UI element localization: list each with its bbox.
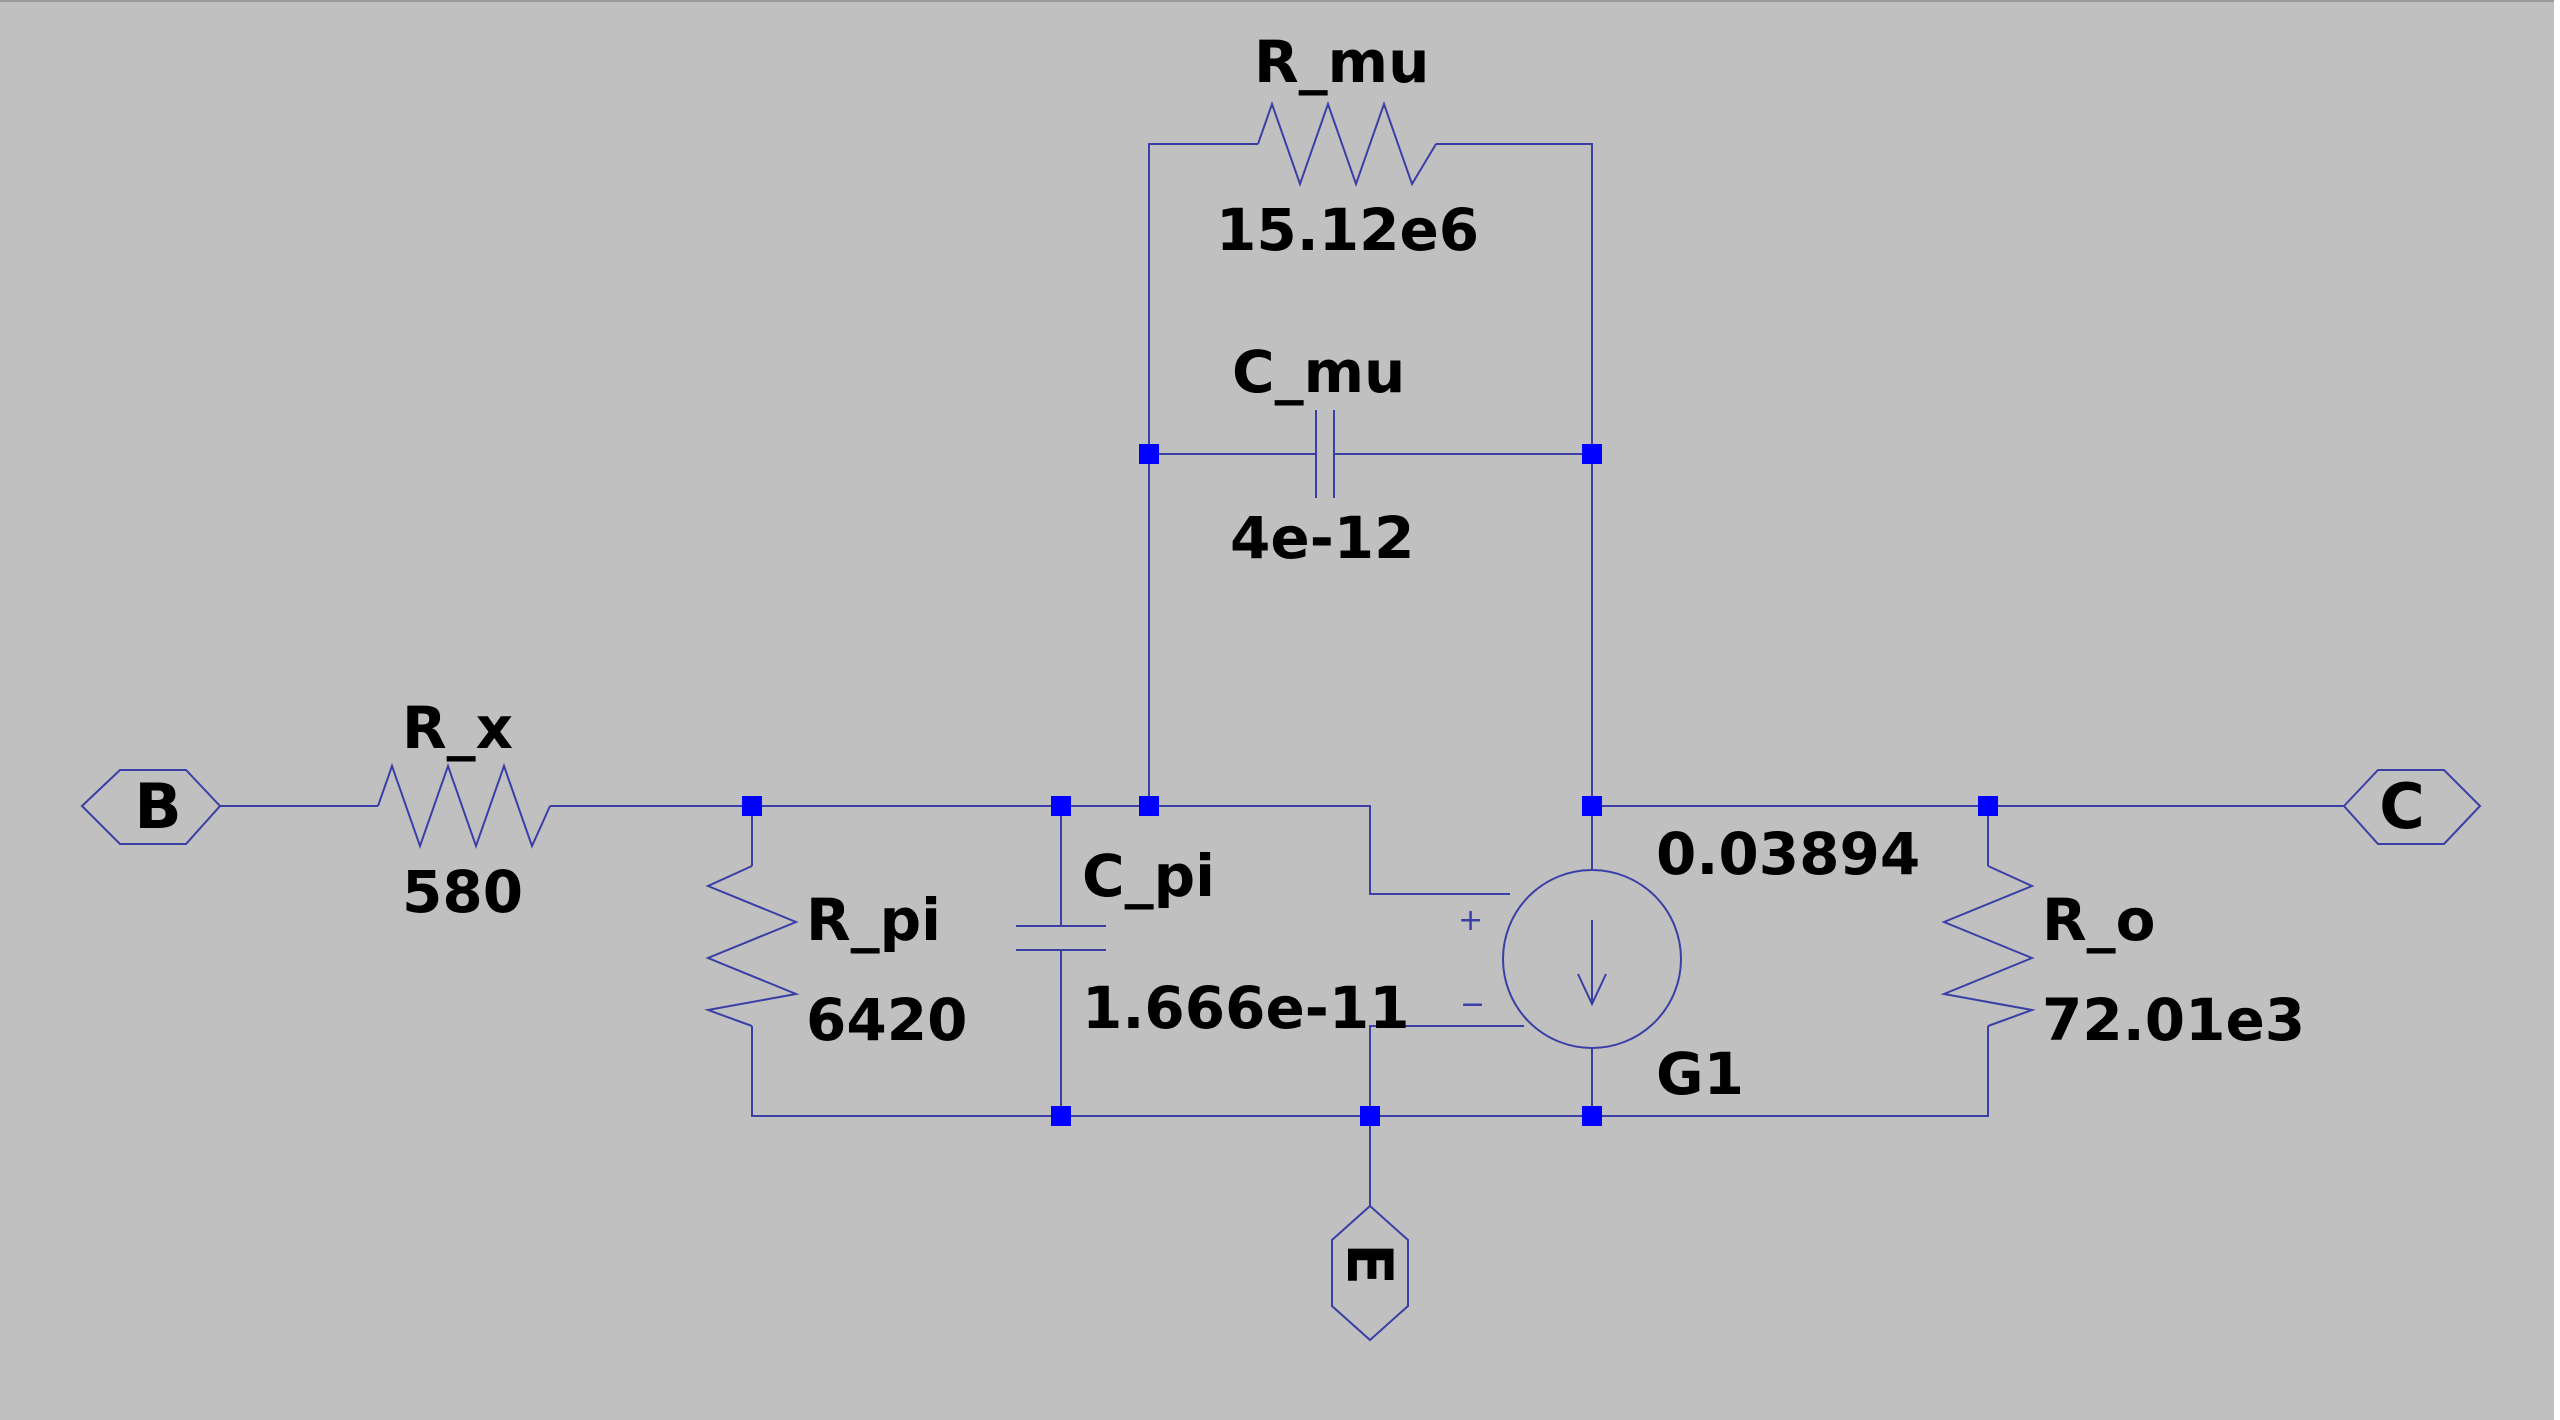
port-b-label: B — [134, 770, 181, 843]
junction-node — [742, 796, 762, 816]
junction-node — [1051, 1106, 1071, 1126]
rx-name-label: R_x — [402, 694, 513, 762]
junction-node — [1139, 796, 1159, 816]
g1-minus-mark: − — [1460, 987, 1485, 1022]
wire-mu-right — [1436, 143, 1593, 806]
junction-node — [1582, 1106, 1602, 1126]
junction-node — [1582, 796, 1602, 816]
rpi-value-label: 6420 — [806, 986, 967, 1054]
junction-node — [1582, 444, 1602, 464]
cmu-capacitor-symbol — [1315, 410, 1335, 498]
port-b: B — [80, 769, 222, 845]
g1-plus-mark: + — [1458, 903, 1483, 938]
junction-node — [1051, 796, 1071, 816]
rmu-name-label: R_mu — [1254, 28, 1429, 96]
rmu-value-label: 15.12e6 — [1216, 196, 1479, 264]
port-e-label: E — [1333, 1243, 1406, 1285]
junction-node — [1139, 444, 1159, 464]
rmu-resistor-symbol — [1257, 100, 1437, 188]
rpi-name-label: R_pi — [806, 886, 941, 954]
wire-rx-to-base-node — [550, 805, 1510, 895]
rx-resistor-symbol — [377, 762, 551, 850]
ro-value-label: 72.01e3 — [2042, 986, 2305, 1054]
g1-current-source-symbol — [1502, 869, 1682, 1049]
junction-dots — [742, 444, 1998, 1126]
port-c: C — [2342, 769, 2482, 845]
cpi-name-label: C_pi — [1082, 842, 1215, 910]
cmu-name-label: C_mu — [1232, 338, 1405, 406]
cpi-value-label: 1.666e-11 — [1082, 974, 1410, 1042]
cpi-capacitor-symbol — [1016, 925, 1106, 951]
junction-node — [1978, 796, 1998, 816]
g1-value-label: 0.03894 — [1656, 820, 1920, 888]
wire-g1-ctrl-neg — [1369, 1025, 1524, 1116]
rx-value-label: 580 — [402, 858, 523, 926]
wire-mu-left — [1148, 143, 1258, 806]
ro-name-label: R_o — [2042, 886, 2156, 954]
g1-name-label: G1 — [1656, 1040, 1744, 1108]
rpi-resistor-symbol — [704, 865, 800, 1027]
cmu-value-label: 4e-12 — [1230, 504, 1414, 572]
junction-node — [1360, 1106, 1380, 1126]
ro-resistor-symbol — [1940, 865, 2036, 1027]
port-c-label: C — [2379, 770, 2425, 843]
wires — [220, 143, 2344, 1206]
port-e: E — [1331, 1204, 1409, 1342]
